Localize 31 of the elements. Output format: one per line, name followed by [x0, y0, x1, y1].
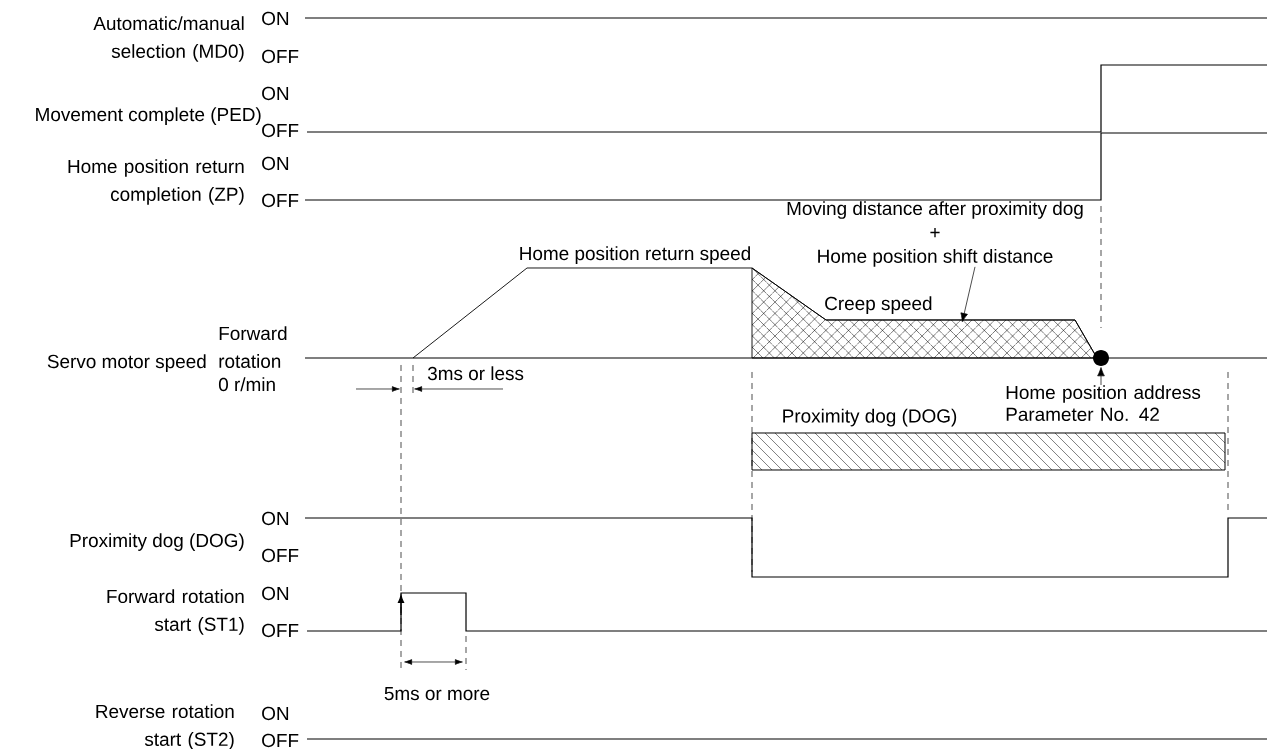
level-label: ON: [262, 11, 289, 26]
speed-label: Home position return speed: [520, 246, 750, 264]
level-label: OFF: [262, 548, 299, 563]
leader-line: [960, 266, 976, 323]
level-label: OFF: [262, 123, 299, 138]
signal-name: Home position return completion (ZP): [68, 159, 244, 205]
level-label: ON: [262, 586, 289, 601]
signal-name: Movement complete (PED): [36, 107, 261, 125]
signal-name: Automatic/manual selection (MD0): [93, 16, 244, 62]
level-label: OFF: [262, 49, 299, 64]
level-label: OFF: [262, 623, 299, 638]
level-label: ON: [262, 706, 289, 721]
speed-label: Creep speed: [825, 296, 932, 314]
speed-label: 0 r/min: [218, 377, 275, 392]
level-label: ON: [262, 511, 289, 526]
signal-name: Proximity dog (DOG): [70, 533, 244, 551]
leader-line: [1097, 367, 1105, 386]
direction-label: Forward rotation: [219, 326, 287, 368]
time-label: 3ms or less: [427, 366, 524, 381]
level-label: ON: [262, 156, 289, 171]
signal-name: Forward rotation start (ST1): [107, 589, 244, 635]
annotation-text: Home position address Parameter No. 42: [1006, 385, 1201, 421]
time-label: 5ms or more: [384, 687, 490, 701]
level-label: ON: [262, 86, 289, 101]
signal-name: Servo motor speed: [47, 354, 206, 372]
annotation-text: Moving distance after proximity dog + Home position shift distance: [787, 201, 1083, 267]
signal-name: Reverse rotation start (ST2): [96, 704, 234, 749]
hatched-area: [751, 267, 1098, 359]
level-label: OFF: [262, 733, 299, 748]
node-label: Proximity dog (DOG): [783, 408, 957, 427]
level-label: OFF: [262, 193, 299, 208]
